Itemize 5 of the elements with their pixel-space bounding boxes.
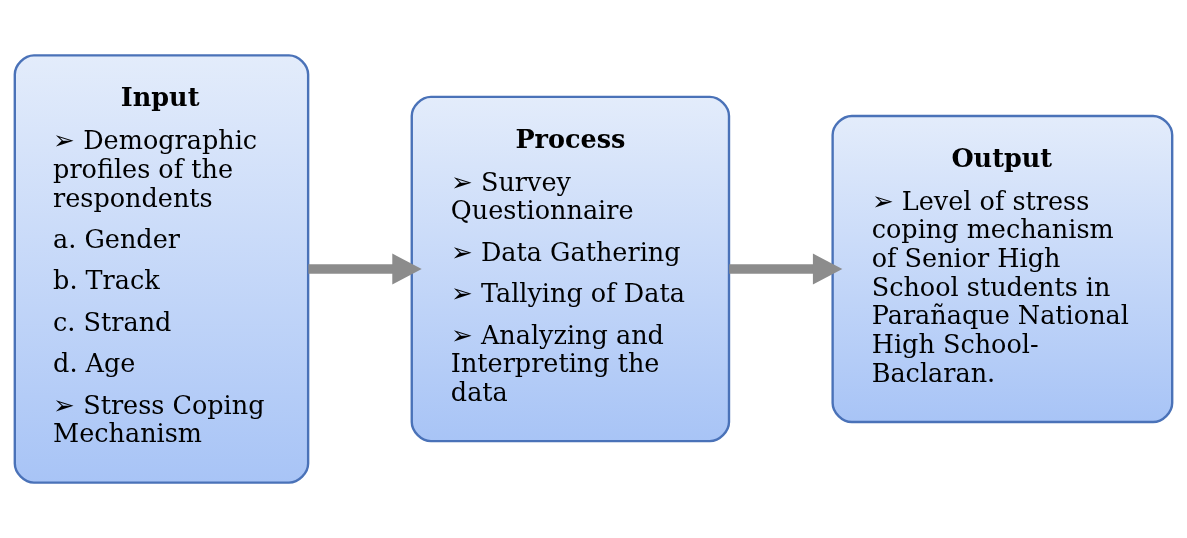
arrow [308, 253, 422, 285]
node-box: Process ➢ Survey Questionnaire ➢ Data Gathering ➢ Tallying of Data ➢ Analyzing and Interpreting the data [410, 95, 731, 443]
node-box: Output ➢ Level of stress coping mechanism of Senior High School students in Parañaque National High School-Baclaran. [831, 114, 1174, 424]
node-box: Input ➢ Demographic profiles of the respondents a. Gender b. Track c. Strand d. Age ➢ Stress Coping Mechanism [13, 54, 310, 484]
arrow [729, 253, 843, 285]
